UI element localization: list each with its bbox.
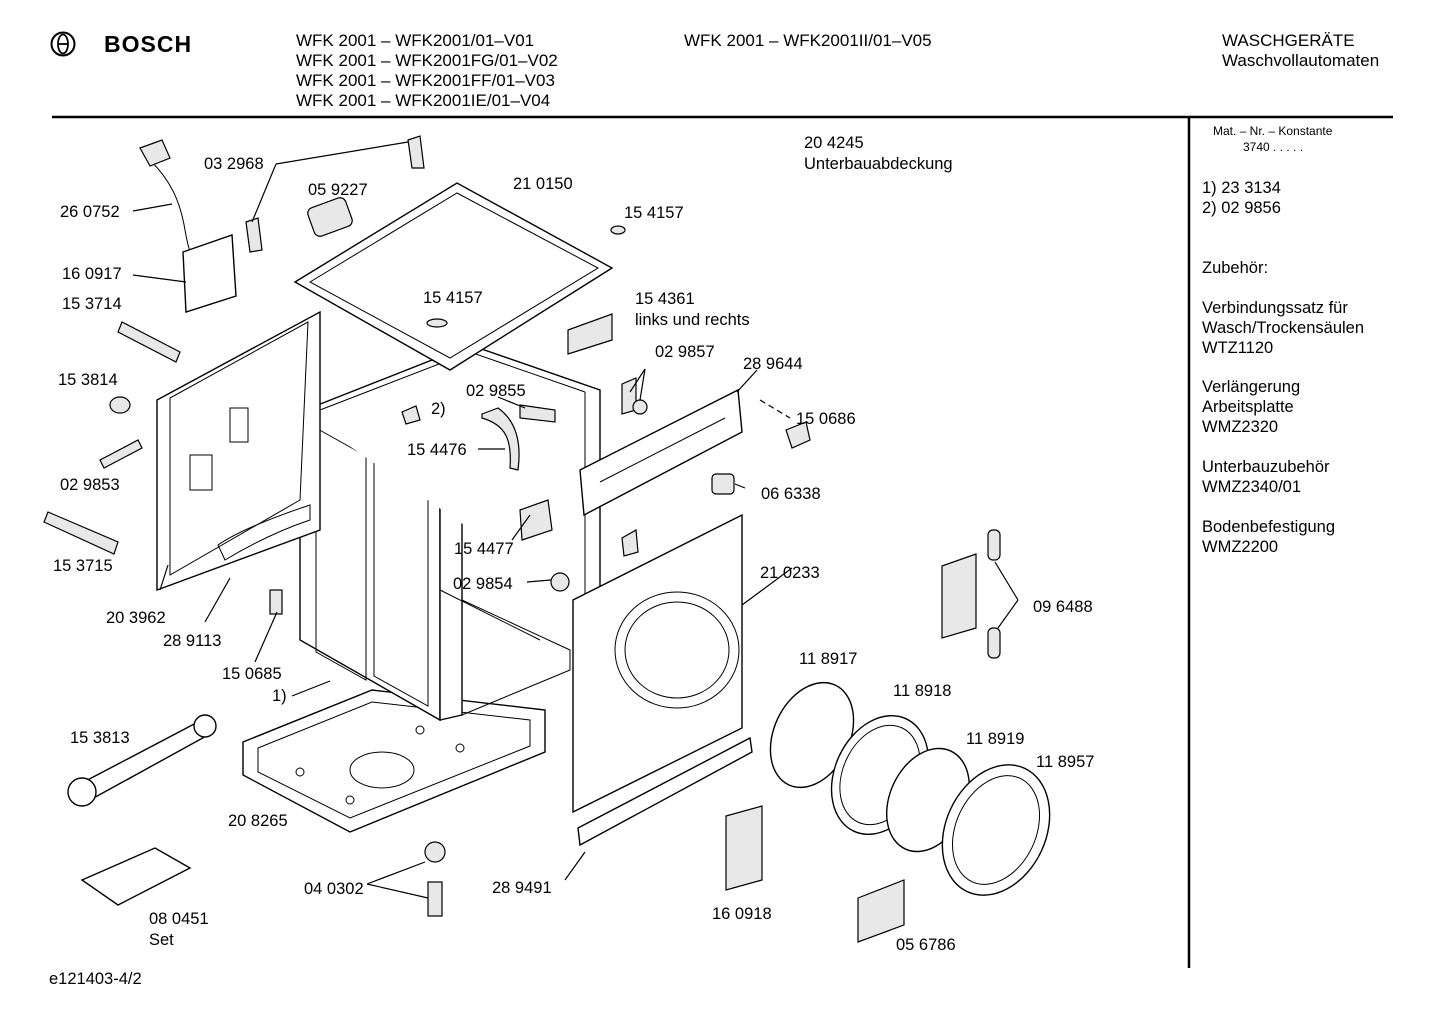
footnote-2: 2) 02 9856 (1202, 199, 1281, 217)
accessory-line: Verbindungssatz für (1202, 299, 1348, 317)
mat-nr-value: 3740 . . . . . (1243, 140, 1304, 154)
part-label: 28 9491 (492, 879, 552, 897)
accessory-line: Wasch/Trockensäulen (1202, 319, 1365, 337)
footnote-1: 1) 23 3134 (1202, 179, 1281, 197)
accessory-line: Unterbauzubehör (1202, 458, 1330, 476)
control-rail-drawing (579, 388, 743, 517)
part-label: 06 6338 (761, 485, 821, 503)
part-description: Unterbauabdeckung (804, 155, 953, 173)
part-label: 16 0918 (712, 905, 772, 923)
part-label: 20 8265 (228, 812, 288, 830)
kick-strip-drawing (577, 736, 753, 847)
front-panel-drawing (572, 513, 743, 814)
accessory-item: Verlängerung Arbeitsplatte WMZ2320 (1202, 377, 1300, 437)
part-label: 16 0917 (62, 265, 122, 283)
part-label: 15 3814 (58, 371, 118, 389)
part-label: 15 4157 (423, 289, 483, 307)
accessory-item: Unterbauzubehör WMZ2340/01 (1202, 457, 1330, 497)
top-cover-drawing (293, 182, 614, 371)
model-line: WFK 2001 – WFK2001/01–V01 (296, 31, 535, 50)
drawing-id: e121403-4/2 (49, 970, 142, 988)
accessory-line: WMZ2340/01 (1202, 478, 1302, 496)
part-label: 20 3962 (106, 609, 166, 627)
part-label: 15 4476 (407, 441, 467, 459)
part-label: 20 4245 (804, 134, 864, 152)
model-line: WFK 2001 – WFK2001FG/01–V02 (296, 51, 558, 70)
part-description: links und rechts (635, 311, 750, 329)
part-label: 05 6786 (896, 936, 956, 954)
part-label: 11 8917 (799, 650, 858, 668)
part-label: 15 0685 (222, 665, 282, 683)
part-label: 15 0686 (796, 410, 856, 428)
bosch-armature-icon (50, 31, 76, 57)
model-line: WFK 2001 – WFK2001FF/01–V03 (296, 71, 555, 90)
side-panel-drawing (156, 310, 321, 592)
category-title: WASCHGERÄTE (1222, 31, 1355, 50)
leader-lines (132, 141, 1019, 899)
door-ring-drawings (769, 681, 1051, 896)
part-label: 28 9644 (743, 355, 803, 373)
part-label: 02 9854 (453, 575, 513, 593)
part-label: 02 9853 (60, 476, 120, 494)
accessory-line: WTZ1120 (1202, 339, 1274, 357)
part-label: 03 2968 (204, 155, 264, 173)
part-label: 15 3813 (70, 729, 130, 747)
part-description: Set (149, 931, 174, 949)
category-subtitle: Waschvollautomaten (1222, 51, 1380, 70)
base-plate-drawing (242, 689, 546, 833)
part-label: 26 0752 (60, 203, 120, 221)
part-label: 02 9855 (466, 382, 526, 400)
part-label: 09 6488 (1033, 598, 1093, 616)
model-line-mid: WFK 2001 – WFK2001II/01–V05 (684, 31, 932, 50)
part-label: 04 0302 (304, 880, 364, 898)
accessory-line: Arbeitsplatte (1202, 398, 1294, 416)
accessory-line: Bodenbefestigung (1202, 518, 1336, 536)
accessory-line: WMZ2200 (1202, 538, 1279, 556)
part-label: 11 8918 (893, 682, 952, 700)
brand-name: BOSCH (104, 31, 193, 57)
cabinet-drawing (299, 344, 601, 722)
part-label: 15 4157 (624, 204, 684, 222)
part-label: 11 8919 (966, 730, 1025, 748)
part-label: 15 4477 (454, 540, 514, 558)
accessory-item: Bodenbefestigung WMZ2200 (1202, 517, 1335, 557)
accessories-title: Zubehör: (1202, 259, 1269, 277)
bosch-logo (50, 31, 76, 62)
accessory-line: Verlängerung (1202, 378, 1301, 396)
model-list: WFK 2001 – WFK2001/01–V01 WFK 2001 – WFK… (296, 31, 558, 111)
part-label: 05 9227 (308, 181, 368, 199)
part-label: 21 0150 (513, 175, 573, 193)
part-label: 21 0233 (760, 564, 820, 582)
accessory-line: WMZ2320 (1202, 418, 1279, 436)
part-label: 08 0451 (149, 910, 209, 928)
part-label: 15 3714 (62, 295, 122, 313)
footnote-marker: 1) (272, 687, 287, 705)
part-label: 11 8957 (1036, 753, 1095, 771)
part-label: 15 4361 (635, 290, 695, 308)
accessory-item: Verbindungssatz für Wasch/Trockensäulen … (1202, 298, 1364, 358)
part-label: 15 3715 (53, 557, 113, 575)
part-label: 28 9113 (163, 632, 222, 650)
model-line: WFK 2001 – WFK2001IE/01–V04 (296, 91, 551, 110)
part-label: 02 9857 (655, 343, 715, 361)
footnote-marker: 2) (431, 400, 446, 418)
mat-nr-title: Mat. – Nr. – Konstante (1213, 124, 1333, 138)
